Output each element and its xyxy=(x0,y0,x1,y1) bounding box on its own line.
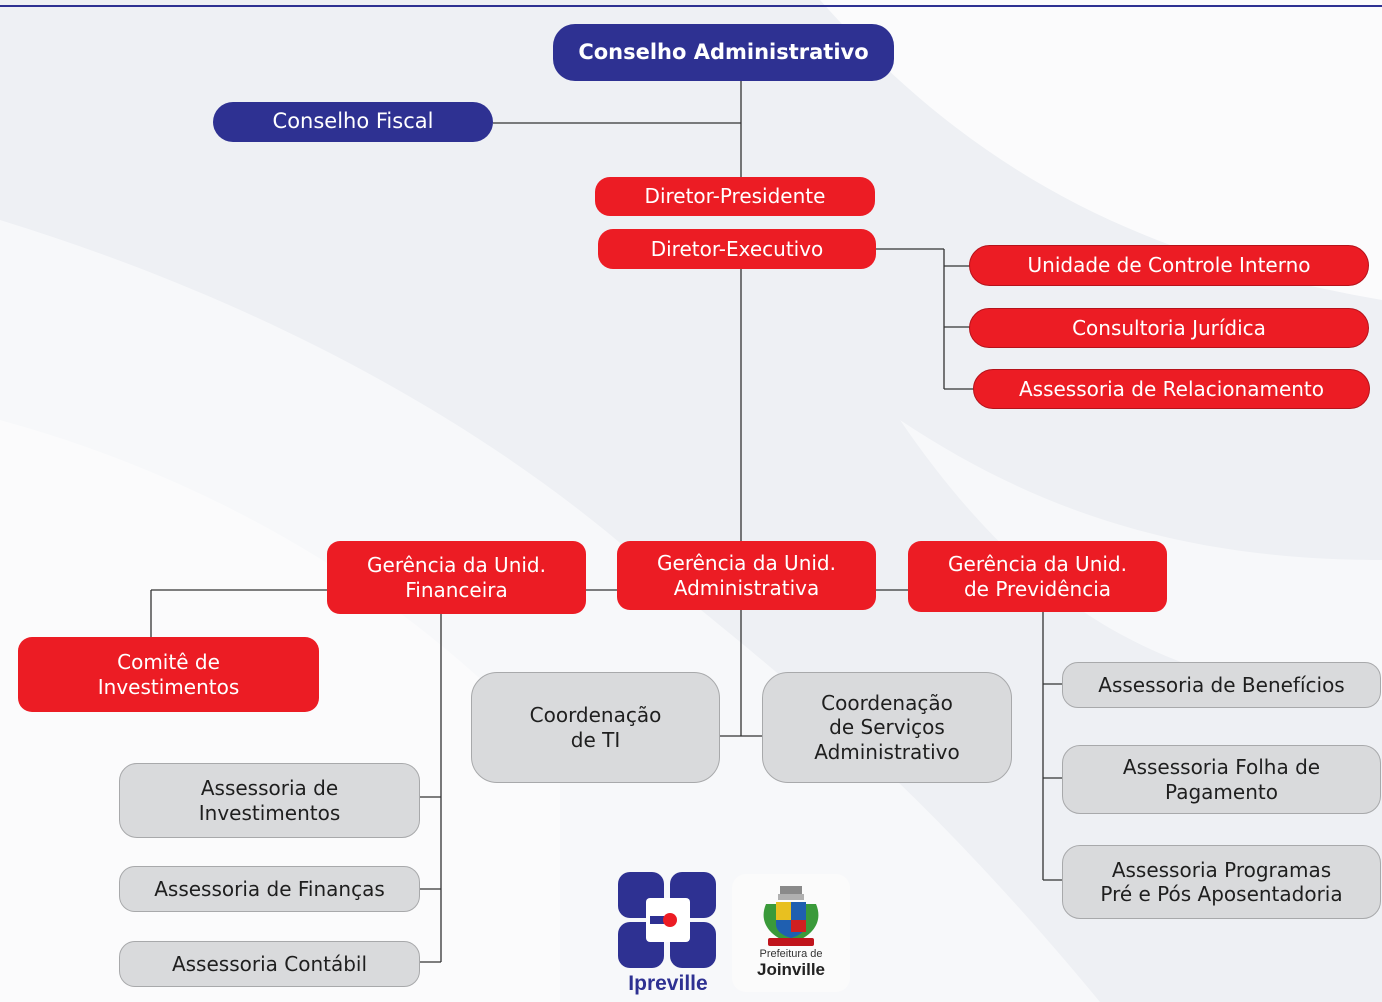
top-rule xyxy=(0,5,1382,7)
node-gerencia-financeira: Gerência da Unid. Financeira xyxy=(327,541,586,614)
node-assessoria-financas: Assessoria de Finanças xyxy=(119,866,420,912)
node-assessoria-programas: Assessoria Programas Pré e Pós Aposentad… xyxy=(1062,845,1381,919)
node-consultoria-juridica: Consultoria Jurídica xyxy=(969,308,1369,348)
ipreville-wordmark: Ipreville xyxy=(628,972,708,995)
prefeitura-label: Prefeitura de xyxy=(759,948,823,960)
node-diretor-presidente: Diretor-Presidente xyxy=(595,177,875,216)
ipreville-symbol xyxy=(618,872,716,968)
node-unidade-controle-interno: Unidade de Controle Interno xyxy=(969,245,1369,286)
node-conselho-fiscal: Conselho Fiscal xyxy=(213,102,493,142)
node-assessoria-folha: Assessoria Folha de Pagamento xyxy=(1062,745,1381,814)
joinville-coat-of-arms xyxy=(763,886,819,946)
node-gerencia-administrativa: Gerência da Unid. Administrativa xyxy=(617,541,876,610)
node-comite-investimentos: Comitê de Investimentos xyxy=(18,637,319,712)
node-conselho-administrativo: Conselho Administrativo xyxy=(553,24,894,81)
node-diretor-executivo: Diretor-Executivo xyxy=(598,229,876,269)
node-assessoria-beneficios: Assessoria de Benefícios xyxy=(1062,662,1381,708)
node-coordenacao-servicos: Coordenação de Serviços Administrativo xyxy=(762,672,1012,783)
node-gerencia-previdencia: Gerência da Unid. de Previdência xyxy=(908,541,1167,612)
ipreville-logo: Ipreville xyxy=(612,868,724,998)
node-assessoria-relacionamento: Assessoria de Relacionamento xyxy=(973,369,1370,409)
joinville-label: Joinville xyxy=(756,960,826,979)
prefeitura-joinville-logo: Prefeitura de Joinville xyxy=(732,874,850,992)
node-assessoria-investimentos: Assessoria de Investimentos xyxy=(119,763,420,838)
node-assessoria-contabil: Assessoria Contábil xyxy=(119,941,420,987)
node-coordenacao-ti: Coordenação de TI xyxy=(471,672,720,783)
